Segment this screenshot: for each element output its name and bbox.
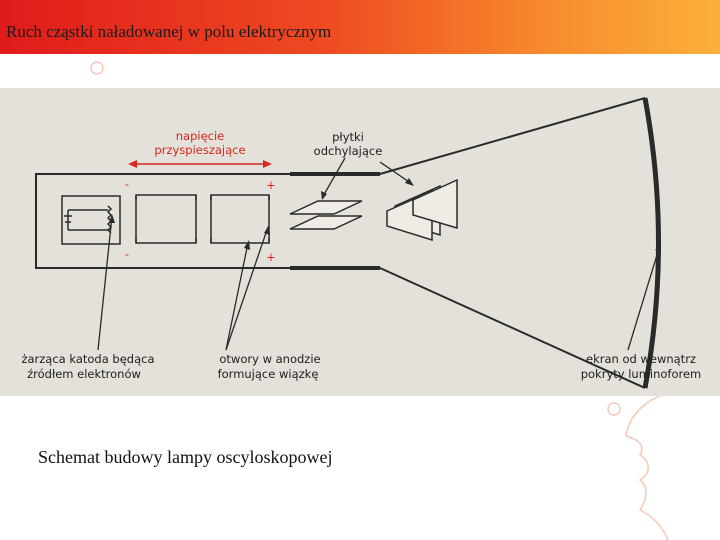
diagram-caption: Schemat budowy lampy oscyloskopowej [38,447,333,467]
label-anode-holes-2: formujące wiązkę [218,367,319,381]
anodes [135,194,270,244]
label-cathode-1: żarząca katoda będąca [21,352,154,366]
voltage-span-arrow [128,160,272,168]
title-bar: Ruch cząstki naładowanej w polu elektryc… [0,0,720,54]
sign-plus-bottom: + [266,250,276,264]
label-screen-1: ekran od wewnątrz [586,352,696,366]
label-deflection-plates-1: płytki [332,130,364,144]
screen-curve [642,97,661,389]
pointer-arrowheads [109,178,661,252]
label-accel-voltage-1: napięcie [176,129,225,143]
cathode [61,195,121,245]
pointer-lines [97,157,661,351]
horizontal-deflection-plates [386,178,458,242]
vertical-deflection-plates [289,200,363,230]
sign-minus-bottom: - [125,247,129,261]
label-accel-voltage-2: przyspieszające [154,143,245,157]
slide-title: Ruch cząstki naładowanej w polu elektryc… [6,22,332,41]
sign-plus-top: + [266,178,276,192]
deco-circle-right [607,402,621,416]
label-anode-holes-1: otwory w anodzie [219,352,320,366]
tube-outline [35,97,646,389]
crt-diagram: napięcie przyspieszające - + - + płytki … [0,88,720,396]
label-deflection-plates-2: odchylające [314,144,383,158]
deco-circle-top [90,61,104,75]
sign-minus-top: - [125,177,129,191]
label-cathode-2: źródłem elektronów [27,367,141,381]
label-screen-2: pokryty luminoforem [581,367,702,381]
deco-face-profile [625,395,669,540]
